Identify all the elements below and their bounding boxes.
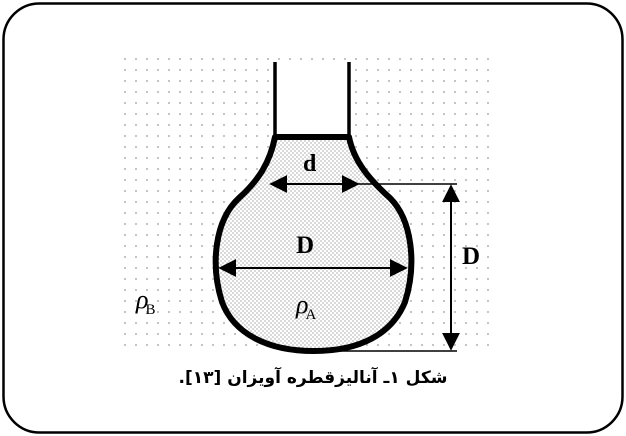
neck-width-label: d [303, 151, 317, 177]
inner-density-symbol: ρ [296, 290, 309, 319]
capillary-tube-interior [275, 62, 349, 137]
outer-density-subscript: B [145, 302, 156, 318]
drop-width-label: D [296, 232, 315, 259]
figure-caption: شکل ۱ـ آنالیزقطره آویزان [۱۳]. [178, 368, 448, 388]
outer-density-symbol: ρ [136, 285, 149, 314]
drop-height-label: D [462, 243, 481, 270]
inner-density-label: ρA [296, 292, 316, 323]
inner-density-subscript: A [305, 307, 317, 323]
outer-density-label: ρB [136, 287, 156, 318]
